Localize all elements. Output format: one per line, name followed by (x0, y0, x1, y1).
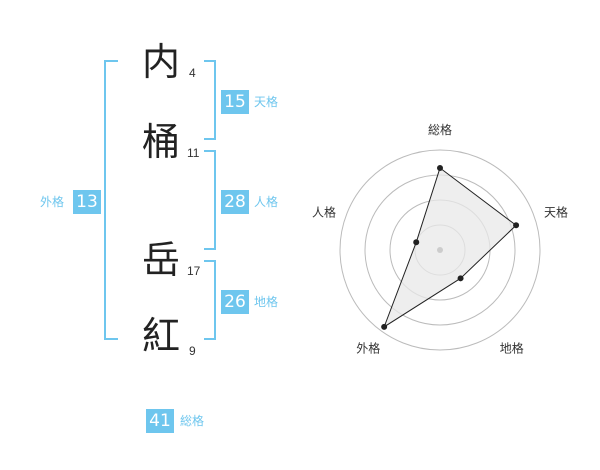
gaikaku-label: 外格 (40, 195, 65, 209)
radar-ring-4 (339, 149, 541, 351)
name-char-4: 紅 (142, 314, 181, 358)
radar-point-4 (413, 239, 420, 246)
tenkaku-value-badge: 15 (221, 90, 249, 114)
stroke-count-2: 11 (187, 146, 200, 160)
radar-point-2 (457, 275, 464, 282)
name-char-2: 桶 (142, 120, 181, 164)
stroke-count-4: 9 (189, 344, 196, 358)
jinkaku-label: 人格 (254, 195, 279, 209)
gaikaku-bracket (104, 60, 118, 340)
radar-axis-label-4: 人格 (312, 204, 336, 219)
gaikaku-value-badge: 13 (73, 190, 101, 214)
name-char-3: 岳 (142, 238, 181, 282)
radar-point-0 (437, 165, 443, 171)
radar-series-polygon (383, 167, 517, 329)
stroke-count-1: 4 (189, 66, 196, 80)
tenkaku-label: 天格 (254, 95, 279, 109)
radar-axis-label-2: 地格 (500, 341, 524, 356)
jinkaku-bracket (204, 150, 216, 250)
chikaku-bracket (204, 260, 216, 340)
soukaku-label: 総格 (180, 414, 205, 428)
radar-axis-label-1: 天格 (544, 204, 568, 219)
radar-axis-label-3: 外格 (356, 341, 380, 356)
tenkaku-bracket (204, 60, 216, 140)
name-char-1: 内 (142, 40, 181, 84)
chikaku-label: 地格 (254, 295, 279, 309)
stroke-count-3: 17 (187, 264, 201, 278)
jinkaku-value-badge: 28 (221, 190, 249, 214)
soukaku-value-badge: 41 (146, 409, 174, 433)
radar-center-dot (437, 247, 443, 253)
radar-axis-label-0: 総格 (428, 122, 452, 137)
radar-point-3 (381, 323, 388, 330)
chikaku-value-badge: 26 (221, 290, 249, 314)
radar-point-1 (513, 222, 520, 229)
